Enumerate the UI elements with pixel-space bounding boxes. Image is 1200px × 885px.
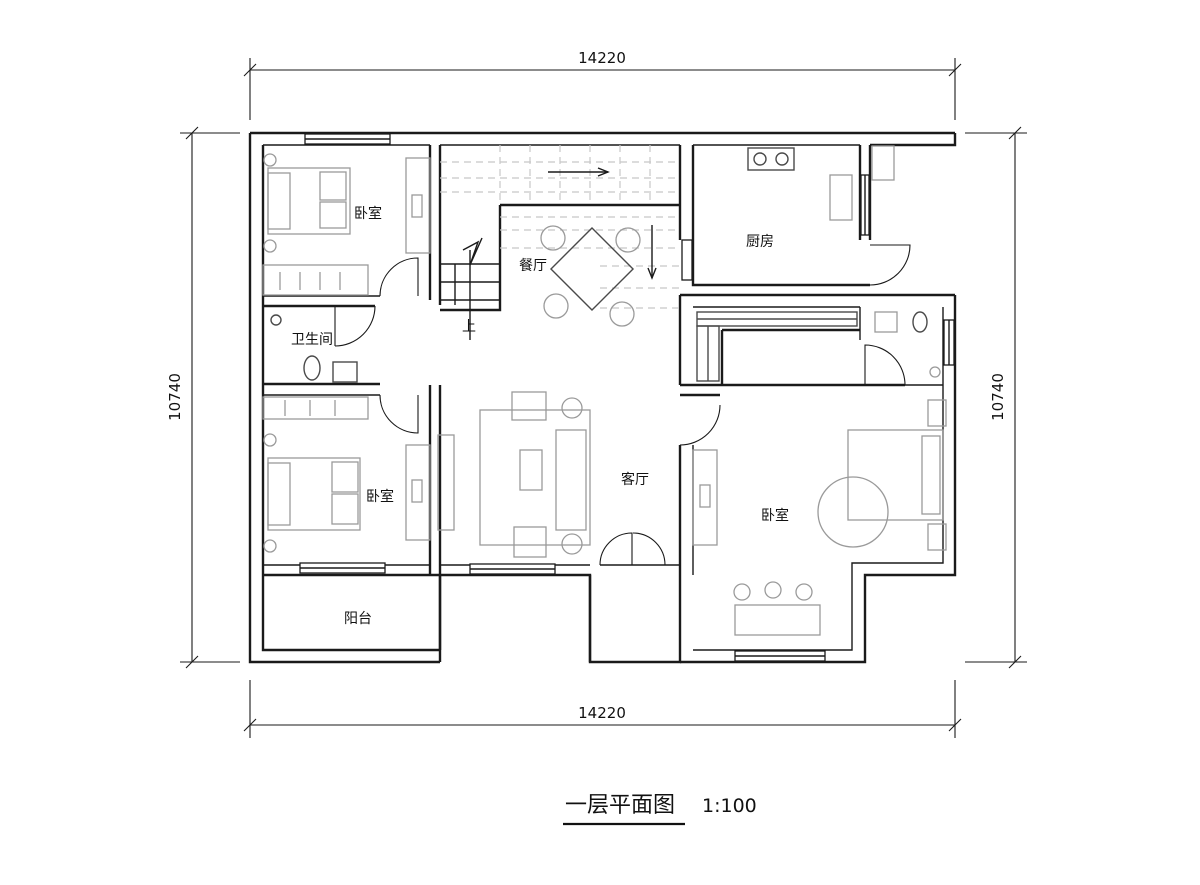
room-label-living: 客厅 — [621, 471, 649, 488]
plan-title: 一层平面图 1:100 — [563, 793, 757, 826]
dimension-left: 10740 — [166, 126, 240, 669]
bathroom-fixtures — [270, 314, 358, 383]
room-label-bathroom: 卫生间 — [291, 332, 333, 348]
room-label-bedroom-mid-left: 卧室 — [366, 488, 394, 505]
walls — [248, 131, 957, 664]
plan-title-scale: 1:100 — [702, 795, 757, 817]
living-sofa-set — [437, 391, 591, 558]
room-label-dining: 餐厅 — [519, 258, 547, 274]
dimension-bottom-label: 14220 — [578, 704, 626, 722]
room-label-kitchen: 厨房 — [746, 234, 774, 250]
plan-title-name: 一层平面图 — [565, 793, 675, 818]
bed-top-left — [262, 153, 431, 296]
dining-table — [540, 225, 641, 327]
dimension-right: 10740 — [965, 126, 1027, 669]
room-label-bedroom-right: 卧室 — [761, 507, 789, 524]
doors — [334, 244, 911, 566]
room-label-balcony: 阳台 — [344, 611, 372, 627]
dimension-top: 14220 — [243, 49, 962, 120]
room-label-bedroom-top-left: 卧室 — [354, 205, 382, 222]
dimension-top-label: 14220 — [578, 49, 626, 67]
windows — [299, 133, 955, 662]
right-bedroom-furniture — [692, 399, 947, 636]
dimension-left-label: 10740 — [166, 373, 184, 421]
kitchen-fixtures — [747, 145, 895, 221]
closet — [696, 311, 941, 382]
stairs-up-label: 上 — [462, 319, 476, 335]
dimension-bottom: 14220 — [243, 680, 962, 738]
bed-mid-left — [262, 396, 431, 553]
dimension-right-label: 10740 — [989, 373, 1007, 421]
